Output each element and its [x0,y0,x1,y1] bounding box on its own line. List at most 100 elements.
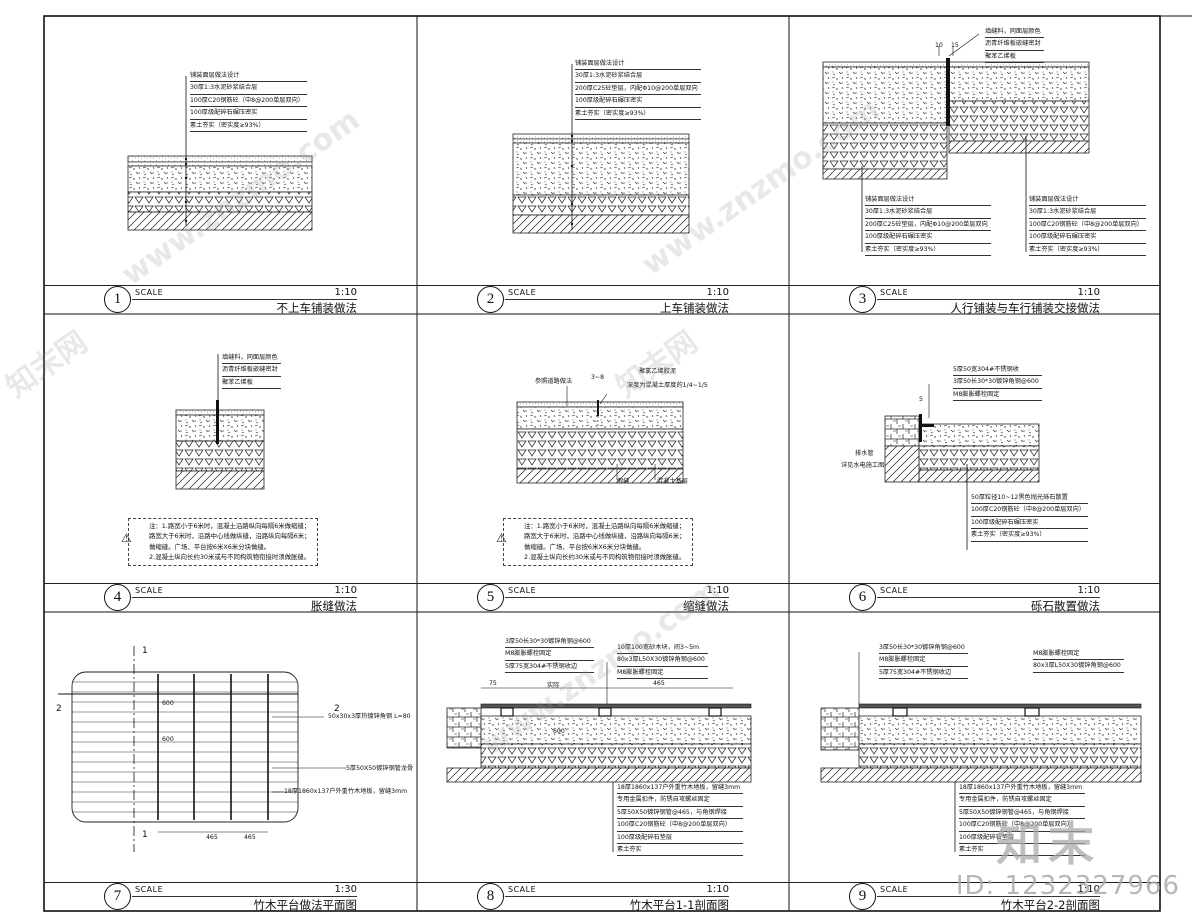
detail-number: 1 [104,286,131,313]
detail-8-top-callouts-right: 10厚100宽砂木块，间3~5m 80x3厚L50X30镀锌角钢@600 M8膨… [617,642,708,680]
callout: 素土夯实（密实度≥93%） [971,529,1088,542]
title-underline [505,896,729,897]
scale-word: SCALE [508,288,537,297]
section-mark-1-top: 1 [142,646,148,656]
detail-6-panel: 5厚50宽304#不锈钢收 3厚50长30*30镀锌角钢@600 M8膨胀螺栓固… [789,314,1160,613]
detail-number: 9 [849,883,876,910]
title-block: 6 SCALE 1:10 砾石散置做法 [789,583,1160,613]
dim-75: 75 [489,680,497,687]
callout: 5厚75宽304#不锈钢收边 [879,667,968,680]
scale-value: 1:10 [1077,884,1100,895]
detail-number: 7 [104,883,131,910]
scale-word: SCALE [880,586,909,595]
callout: 填缝料，同面层颜色 [985,26,1044,39]
detail-7-panel: 1 1 2 2 600 600 465 465 50x30x3厚热镀锌角钢 L=… [44,612,417,912]
detail-3-top-callouts: 填缝料，同面层颜色 沥青纤维板嵌缝密封 聚苯乙烯板 [985,26,1044,64]
detail-title: 砾石散置做法 [1031,599,1100,613]
detail-title: 上车铺装做法 [660,301,729,315]
scale-word: SCALE [508,885,537,894]
callout: 聚苯乙烯板 [985,51,1044,64]
detail-4-note: ⚠ 注：1.路宽小于6米时，混凝土沿路纵向每隔6米做缩缝； 路宽大于6米时，沿路… [121,518,318,566]
callout: 100厚级配碎石垫层 [959,832,1086,845]
detail-1-callouts: 铺装面层做法设计 30厚1:3水泥砂浆结合层 100厚C20钢筋砼（中8@200… [190,70,307,133]
callout: 沥青纤维板嵌缝密封 [985,38,1044,51]
callout: 18厚1860x137户外重竹木地板，留缝3mm [617,782,744,795]
callout: 素土夯实（密实度≥93%） [1029,244,1146,257]
label-pvc: 聚氯乙烯胶泥 [639,368,677,375]
detail-5-note: ⚠ 注：1.路宽小于6米时，混凝土沿路纵向每隔6米做缩缝； 路宽大于6米时，沿路… [496,518,693,566]
callout: 3厚50长30*30镀锌角钢@600 [953,376,1042,389]
callout: 5厚50X50镀锌钢管@465，与角钢焊接 [617,807,744,820]
callout: 5厚50宽304#不锈钢收 [953,364,1042,377]
note-line: 2.混凝土纵向长约30米或与不同构筑物衔接时须做胀缝。 [149,553,311,562]
label-false-joint: 假缝 [617,478,630,485]
scale-word: SCALE [880,288,909,297]
detail-title: 竹木平台做法平面图 [253,898,358,912]
callout: 100厚级配碎石碾压密实 [1029,231,1146,244]
title-block: 2 SCALE 1:10 上车铺装做法 [417,285,789,315]
detail-title: 胀缝做法 [311,599,357,613]
scale-value: 1:10 [1077,287,1100,298]
title-underline [877,597,1100,598]
joint-dim-15: 15 [951,42,959,49]
callout: 铺装面层做法设计 [865,194,991,207]
dim-465-b: 465 [244,834,256,841]
scale-value: 1:10 [706,585,729,596]
note-line: 注：1.路宽小于6米时，混凝土沿路纵向每隔6米做缩缝； [149,522,311,530]
detail-number: 4 [104,584,131,611]
warning-icon: ⚠ [121,531,132,545]
scale-value: 1:10 [706,287,729,298]
label-see-plumbing: 详见水电施工图 [841,462,885,469]
detail-5-panel: 参照道路做法 3~8 聚氯乙烯胶泥 深度为混凝土厚度的1/4~1/5 假缝 混凝… [417,314,789,613]
callout: 填缝料，同面层颜色 [222,352,281,365]
callout: 100厚C20钢筋砼（中8@200单层双向） [971,504,1088,517]
brand-logo-watermark: 知末 [996,817,1100,871]
scale-word: SCALE [880,885,909,894]
callout: 200厚C25砼垫层，内配Φ10@200单层双向 [575,83,701,96]
title-block: 5 SCALE 1:10 缩缝做法 [417,583,789,613]
detail-2-panel: 铺装面层做法设计 30厚1:3水泥砂浆结合层 200厚C25砼垫层，内配Φ10@… [417,16,789,315]
detail-4-section-drawing [175,354,265,490]
detail-title: 竹木平台2-2剖面图 [1000,898,1100,912]
callout: 3厚50长30*30镀锌角钢@600 [879,642,968,655]
detail-1-panel: 铺装面层做法设计 30厚1:3水泥砂浆结合层 100厚C20钢筋砼（中8@200… [44,16,417,315]
title-block: 7 SCALE 1:30 竹木平台做法平面图 [44,882,417,912]
callout: 80x3厚L50X30镀锌角钢@600 [617,654,708,667]
note-line: 注：1.路宽小于6米时，混凝土沿路纵向每隔6米做缩缝； [524,522,686,530]
scale-value: 1:10 [1077,585,1100,596]
callout: 100厚C20钢筋砼（中8@200单层双向） [1029,219,1146,232]
detail-number: 8 [477,883,504,910]
callout: 100厚C20钢筋砼（中8@200单层双向） [617,819,744,832]
scale-value: 1:10 [334,585,357,596]
detail-6-top-callouts: 5厚50宽304#不锈钢收 3厚50长30*30镀锌角钢@600 M8膨胀螺栓固… [953,364,1042,402]
section-mark-1-bottom: 1 [142,830,148,840]
detail-number: 2 [477,286,504,313]
callout: 专用金属扣件，防锈自攻螺丝固定 [617,794,744,807]
detail-5-section-drawing [516,386,684,484]
title-underline [877,299,1100,300]
detail-9-section-drawing [820,652,1142,852]
callout: 素土夯实 [959,844,1086,857]
callout: 沥青纤维板嵌缝密封 [222,364,281,377]
scale-word: SCALE [135,885,164,894]
label-drain-pipe: 排水管 [855,450,874,457]
scale-word: SCALE [135,288,164,297]
callout: 5厚75宽304#不锈钢收边 [505,661,594,674]
detail-3-section-drawing [822,33,1090,252]
warning-icon: ⚠ [496,531,507,545]
scale-word: SCALE [508,586,537,595]
callout-bamboo-board: 18厚1860x137户外重竹木地板，留缝3mm [284,788,408,795]
detail-3-right-callouts: 铺装面层做法设计 30厚1:3水泥砂浆结合层 100厚C20钢筋砼（中8@200… [1029,194,1146,257]
title-block: 8 SCALE 1:10 竹木平台1-1剖面图 [417,882,789,912]
callout: 100厚级配碎石碾压密实 [575,95,701,108]
detail-8-callouts: 18厚1860x137户外重竹木地板，留缝3mm 专用金属扣件，防锈自攻螺丝固定… [617,782,744,857]
detail-title: 不上车铺装做法 [276,301,358,315]
detail-6-section-drawing [884,384,1040,550]
section-mark-2-right: 2 [334,704,340,714]
detail-title: 人行铺装与车行铺装交接做法 [950,301,1101,315]
callout: 200厚C25砼垫层，内配Φ10@200单层双向 [865,219,991,232]
dim-465: 465 [653,680,665,687]
detail-title: 竹木平台1-1剖面图 [629,898,729,912]
callout: 30厚1:3水泥砂浆结合层 [865,206,991,219]
